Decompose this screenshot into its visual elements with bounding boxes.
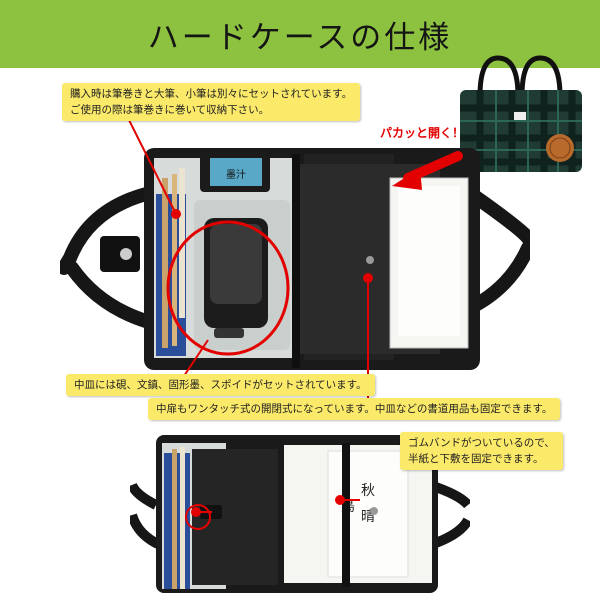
open-callout: パカッと開く！ [380,126,465,140]
note-band: ゴムバンドがついているので、 半紙と下敷を固定できます。 [400,432,563,470]
note-brushes-line-1: 購入時は筆巻きと大筆、小筆は別々にセットされています。 [70,88,353,100]
open-case-photo: 墨汁 [60,148,530,370]
note-band-line-2: 半紙と下敷を固定できます。 [408,453,544,465]
note-band-line-1: ゴムバンドがついているので、 [408,437,555,449]
note-tray: 中皿には硯、文鎮、固形墨、スポイドがセットされています。 [66,374,375,396]
note-brushes: 購入時は筆巻きと大筆、小筆は別々にセットされています。 ご使用の際は筆巻きに巻い… [62,83,361,121]
note-lid: 中扉もワンタッチ式の開閉式になっています。中皿などの書道用品も固定できます。 [148,398,561,420]
note-lid-text: 中扉もワンタッチ式の開閉式になっています。中皿などの書道用品も固定できます。 [156,403,553,415]
note-tray-text: 中皿には硯、文鎮、固形墨、スポイドがセットされています。 [74,379,367,391]
paper-char-1: 秋 [361,483,375,499]
case-band-photo: 秋 晴 鳥 [130,435,470,593]
note-brushes-line-2: ご使用の際は筆巻きに巻いて収納下さい。 [70,104,270,116]
header-banner: ハードケースの仕様 [0,0,600,68]
page-title: ハードケースの仕様 [147,19,453,56]
ink-bottle-label: 墨汁 [226,168,246,181]
